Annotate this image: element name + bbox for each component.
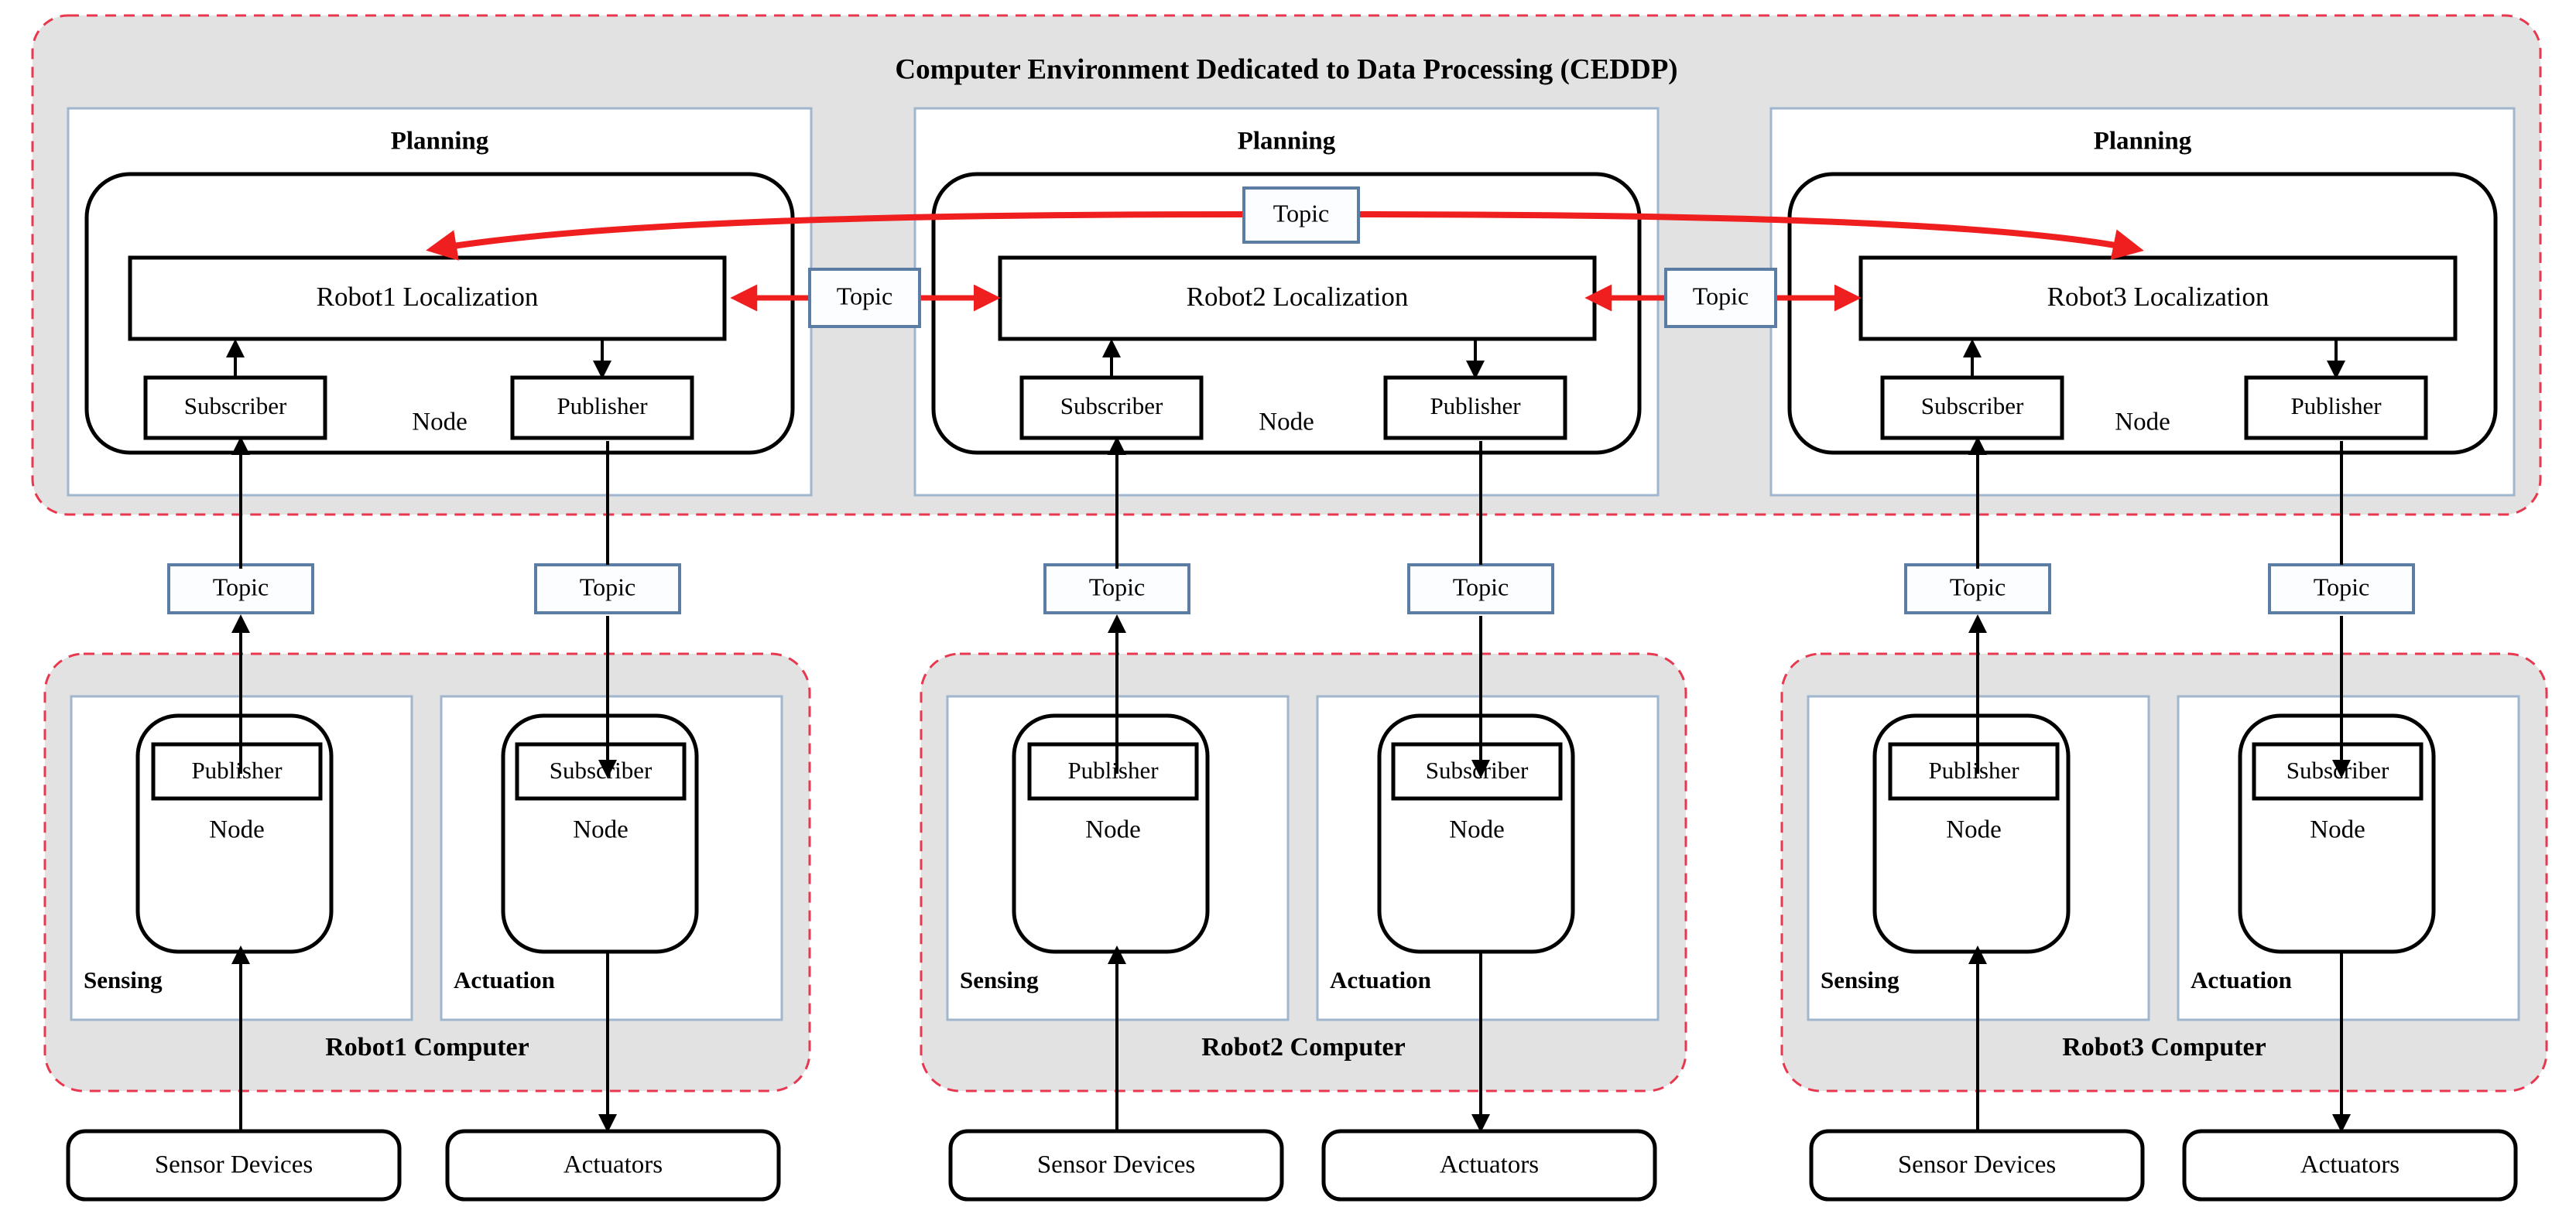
topic-label-r1-actuation: Topic — [580, 573, 635, 600]
topic-label-r2-sensing: Topic — [1089, 573, 1145, 600]
sensing-endpoint-robot2: Publisher — [1067, 757, 1159, 784]
sensor-devices-box-robot1: Sensor Devices — [155, 1151, 313, 1179]
topic-label-shared-center: Topic — [1273, 199, 1329, 227]
robot-computer-robot2: Publisher Node Sensing Subscriber Node A… — [920, 614, 1687, 1202]
sensing-panel-label-robot1: Sensing — [84, 966, 163, 993]
actuators-box-robot2: Actuators — [1440, 1151, 1539, 1179]
bridge-topic-r1-actuation[interactable]: Topic — [534, 563, 681, 614]
robot-computer-title-robot3: Robot3 Computer — [2062, 1033, 2266, 1062]
localization-box-robot1: Robot1 Localization — [317, 282, 539, 312]
node-label-robot2: Node — [1259, 409, 1314, 436]
node-label-robot1: Node — [412, 409, 467, 436]
bridge-topic-r2-sensing[interactable]: Topic — [1043, 563, 1190, 614]
planning-column-robot2: Planning Node Robot2 Localization Subscr… — [913, 107, 1660, 497]
subscriber-box-robot3: Subscriber — [1921, 392, 2024, 419]
planning-column-robot1: Planning Node Robot1 Localization Subscr… — [67, 107, 813, 497]
inter-robot-topic-r2-r3[interactable]: Topic — [1584, 268, 1862, 328]
robot-computer-robot1: Publisher Node Sensing Subscriber Node A… — [43, 614, 811, 1202]
sensing-endpoint-robot1: Publisher — [191, 757, 283, 784]
planning-title-robot3: Planning — [2094, 128, 2192, 156]
planning-title-robot1: Planning — [391, 128, 489, 156]
publisher-box-robot2: Publisher — [1430, 392, 1521, 419]
shared-center-topic-group[interactable]: Topic — [426, 186, 2144, 261]
topic-label-r1-r2: Topic — [837, 282, 892, 309]
sensing-node-label-robot3: Node — [1946, 816, 2001, 844]
sensing-panel-label-robot3: Sensing — [1821, 966, 1899, 993]
planning-title-robot2: Planning — [1238, 128, 1336, 156]
topic-label-r3-sensing: Topic — [1950, 573, 2006, 600]
subscriber-box-robot1: Subscriber — [184, 392, 287, 419]
topic-label-r3-actuation: Topic — [2314, 573, 2369, 600]
sensor-devices-box-robot3: Sensor Devices — [1898, 1151, 2056, 1179]
actuators-box-robot3: Actuators — [2300, 1151, 2400, 1179]
actuators-box-robot1: Actuators — [564, 1151, 663, 1179]
planning-column-robot3: Planning Node Robot3 Localization Subscr… — [1769, 107, 2516, 497]
topic-label-r1-sensing: Topic — [213, 573, 269, 600]
actuation-panel-label-robot1: Actuation — [454, 966, 555, 993]
robot-computer-robot3: Publisher Node Sensing Subscriber Node A… — [1780, 614, 2548, 1202]
sensing-panel-label-robot2: Sensing — [960, 966, 1039, 993]
planning-topic-connectors — [231, 436, 2343, 569]
bridge-topic-r3-sensing[interactable]: Topic — [1904, 563, 2051, 614]
localization-box-robot2: Robot2 Localization — [1187, 282, 1409, 312]
actuation-node-label-robot2: Node — [1449, 816, 1504, 844]
robot-computer-title-robot2: Robot2 Computer — [1201, 1033, 1405, 1062]
bridge-topic-r3-actuation[interactable]: Topic — [2268, 563, 2415, 614]
actuation-endpoint-robot3: Subscriber — [2287, 757, 2389, 784]
sensing-node-label-robot2: Node — [1085, 816, 1140, 844]
topic-label-r2-r3: Topic — [1693, 282, 1749, 309]
inter-robot-topic-r1-r2[interactable]: Topic — [730, 268, 1001, 328]
sensing-endpoint-robot3: Publisher — [1928, 757, 2019, 784]
ceddp-title: Computer Environment Dedicated to Data P… — [895, 53, 1677, 85]
actuation-endpoint-robot2: Subscriber — [1426, 757, 1529, 784]
localization-box-robot3: Robot3 Localization — [2047, 282, 2269, 312]
topic-label-r2-actuation: Topic — [1453, 573, 1509, 600]
node-label-robot3: Node — [2115, 409, 2170, 436]
robot-computer-title-robot1: Robot1 Computer — [325, 1033, 529, 1062]
actuation-panel-label-robot3: Actuation — [2191, 966, 2292, 993]
actuation-node-label-robot1: Node — [573, 816, 628, 844]
bridge-topic-r2-actuation[interactable]: Topic — [1407, 563, 1554, 614]
publisher-box-robot3: Publisher — [2290, 392, 2382, 419]
bridge-topic-r1-sensing[interactable]: Topic — [167, 563, 314, 614]
subscriber-box-robot2: Subscriber — [1060, 392, 1163, 419]
publisher-box-robot1: Publisher — [557, 392, 648, 419]
actuation-panel-label-robot2: Actuation — [1330, 966, 1431, 993]
actuation-node-label-robot3: Node — [2310, 816, 2365, 844]
sensor-devices-box-robot2: Sensor Devices — [1037, 1151, 1195, 1179]
actuation-endpoint-robot1: Subscriber — [550, 757, 653, 784]
sensing-node-label-robot1: Node — [209, 816, 264, 844]
